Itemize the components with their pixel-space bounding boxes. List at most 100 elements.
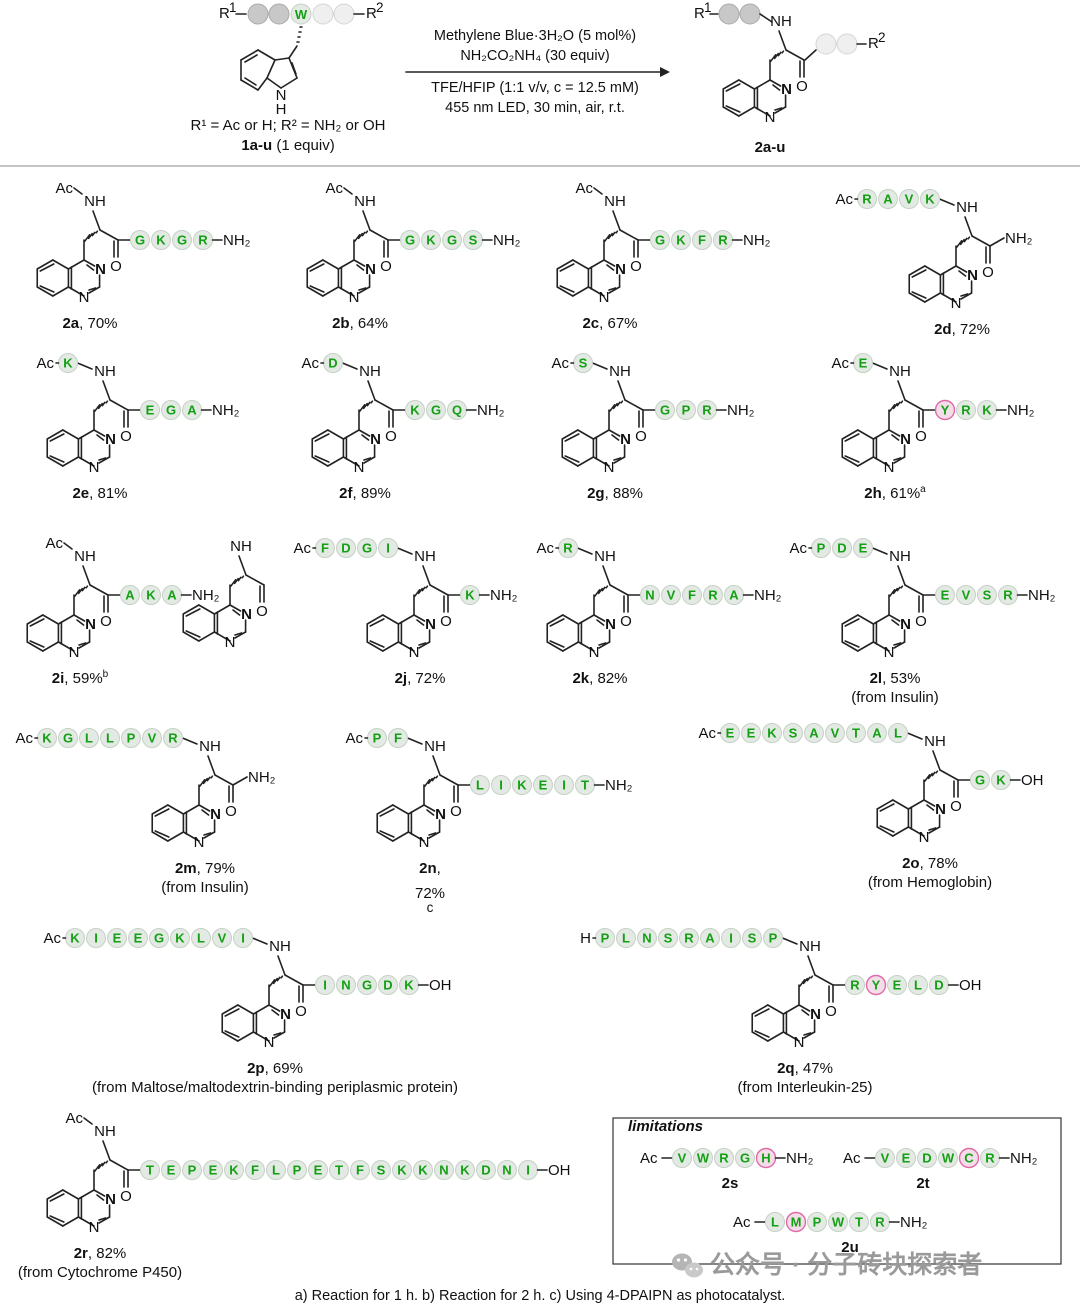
residue-circle — [867, 723, 887, 743]
residue-letter: A — [167, 588, 177, 603]
ring-double-bond — [185, 630, 201, 638]
residue-letter: P — [601, 931, 610, 946]
generic-residue — [268, 3, 290, 25]
residue-letter: F — [251, 1163, 259, 1178]
stereo-hash — [927, 772, 934, 780]
ca-c-bond — [814, 974, 834, 986]
residue-letter: Y — [941, 403, 950, 418]
watermark-text: 公众号 · 分子砖块探索者 — [710, 1250, 982, 1279]
nitrogen-n3: N — [781, 81, 792, 98]
compound-source: (from Cytochrome P450) — [18, 1264, 182, 1281]
residue-circle — [400, 230, 420, 250]
ring-double-bond — [891, 434, 900, 441]
residue-G: G — [149, 928, 169, 948]
residue-circle — [172, 230, 192, 250]
residue-R: R — [857, 189, 877, 209]
ac-bond — [593, 187, 603, 195]
residue-circle — [671, 230, 691, 250]
ca-c-bond — [904, 399, 924, 411]
residue-G: G — [650, 230, 670, 250]
ring-double-bond — [418, 642, 427, 646]
amide-nh: NH — [84, 193, 106, 210]
acetyl-cap: Ac — [640, 1150, 658, 1167]
carbonyl-oxygen: O — [825, 1003, 837, 1020]
nitrogen-n3: N — [425, 616, 436, 633]
residue-letter: D — [383, 978, 392, 993]
residue-circle — [783, 723, 803, 743]
residue-N: N — [640, 585, 660, 605]
residue-K: K — [399, 975, 419, 995]
residue-A: A — [120, 585, 140, 605]
ring-double-bond — [314, 433, 330, 442]
ring-bond — [234, 631, 247, 639]
c-terminal-cap: OH — [548, 1162, 571, 1179]
residue-letter: A — [125, 588, 135, 603]
stereo-hash — [366, 401, 371, 407]
residue-circle — [721, 928, 741, 948]
stereo-hash — [95, 230, 99, 234]
residue-letter: K — [410, 403, 420, 418]
stereo-hash — [431, 776, 436, 782]
residue-letter: F — [394, 731, 402, 746]
ring-bond — [572, 286, 590, 297]
residue-K: K — [991, 770, 1011, 790]
residue-P: P — [676, 400, 696, 420]
residue-letter: R — [719, 1151, 729, 1166]
residue-letter: C — [964, 1151, 974, 1166]
ring-bond — [46, 456, 64, 467]
indole-h: H — [276, 101, 287, 118]
ca-c-bond — [109, 399, 129, 411]
residue-letter: F — [321, 541, 329, 556]
residue-I: I — [315, 975, 335, 995]
residue-letter: S — [983, 588, 992, 603]
ac-bond — [83, 1117, 93, 1125]
amide-nh: NH — [269, 938, 291, 955]
residue-circle — [224, 1160, 244, 1180]
residue-letter: V — [148, 731, 157, 746]
ring-double-bond — [203, 832, 212, 836]
condition-line-4: 455 nm LED, 30 min, air, r.t. — [445, 100, 625, 116]
ring-bond — [42, 614, 60, 625]
residue-circle — [128, 928, 148, 948]
residue-K: K — [141, 585, 161, 605]
residue-circle — [958, 1147, 980, 1169]
c-terminal-cap: NH₂ — [490, 587, 518, 604]
residue-W: W — [828, 1212, 848, 1232]
ring-bond — [327, 429, 345, 440]
residue-G: G — [357, 538, 377, 558]
ring-bond — [382, 614, 400, 625]
ring-bond — [306, 259, 324, 270]
residue-S: S — [977, 585, 997, 605]
residue-circle — [120, 585, 140, 605]
residue-circle — [676, 400, 696, 420]
ca-c-bond — [609, 584, 629, 596]
nitrogen-n3: N — [967, 267, 978, 284]
ring-bond — [893, 456, 906, 464]
residue-circle — [640, 585, 660, 605]
c-terminal-cap: OH — [959, 977, 982, 994]
c-terminal-amide: NH₂ — [1005, 230, 1033, 247]
condition-line-1: Methylene Blue·3H₂O (5 mol%) — [434, 28, 636, 44]
residue-circle — [878, 189, 898, 209]
stereo-hash — [94, 1164, 101, 1172]
ring-double-bond — [224, 1030, 240, 1038]
ring-bond — [418, 641, 431, 649]
residue-letter: G — [431, 403, 441, 418]
residue-circle — [714, 1148, 734, 1168]
residue-letter: P — [769, 931, 778, 946]
ring-double-bond — [98, 457, 107, 461]
stereo-hash — [358, 403, 366, 413]
nitrogen-n1: N — [419, 834, 430, 851]
residue-circle — [807, 1212, 827, 1232]
residue-letter: K — [175, 931, 185, 946]
residue-circle — [762, 723, 782, 743]
quinazoline-ring: NN — [46, 429, 116, 476]
residue-circle — [742, 928, 762, 948]
ring-double-bond — [598, 642, 607, 646]
residue-P: P — [763, 928, 783, 948]
residue-letter: R — [985, 1151, 995, 1166]
